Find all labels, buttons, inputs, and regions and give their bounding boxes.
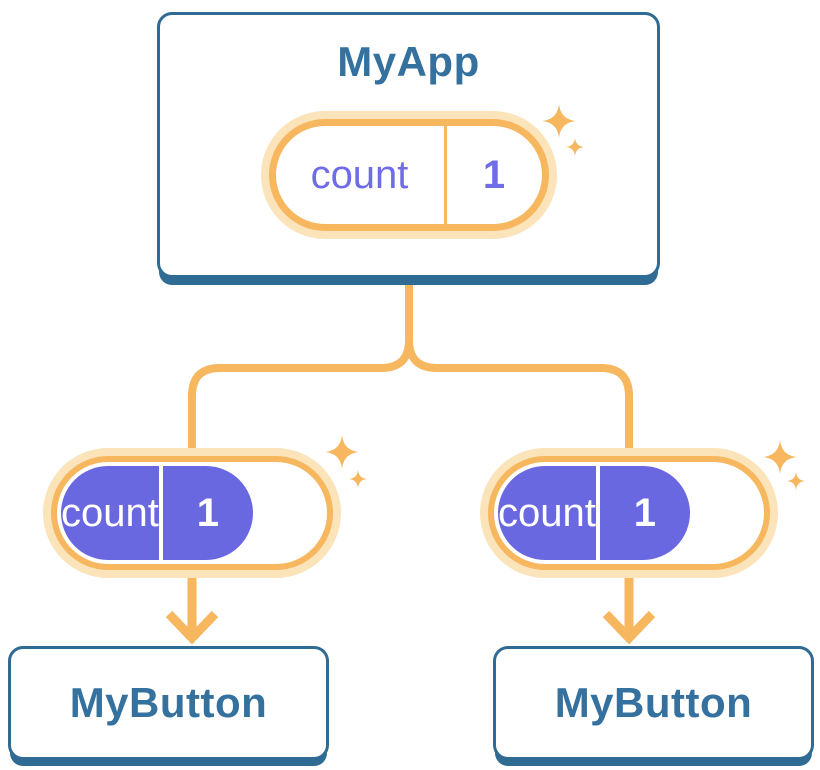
prop-name: count [498, 491, 596, 535]
state-name: count [310, 153, 409, 197]
branch-line-left [188, 278, 413, 470]
state-pill-ring: count 1 [268, 119, 549, 231]
prop-pill-ring: count 1 [51, 456, 333, 570]
state-value: 1 [443, 126, 542, 224]
component-card-mybutton-left: MyButton [8, 646, 329, 760]
component-card-myapp: MyApp count 1 [157, 12, 660, 278]
branch-line-right [405, 278, 633, 470]
component-title-myapp: MyApp [337, 38, 480, 85]
prop-name: count [61, 491, 159, 535]
state-pill-core: count 1 [275, 126, 542, 224]
component-title-mybutton-left: MyButton [69, 679, 268, 726]
state-pill-myapp: count 1 [260, 111, 557, 239]
prop-pill-core: count 1 [57, 462, 327, 564]
prop-pill-left: count 1 [43, 448, 341, 578]
component-title-mybutton-right: MyButton [554, 679, 753, 726]
component-card-mybutton-right: MyButton [493, 646, 814, 760]
prop-pill-ring: count 1 [488, 456, 770, 570]
prop-pill-right: count 1 [480, 448, 778, 578]
prop-pill-core: count 1 [494, 462, 764, 564]
prop-pill-inner: count 1 [61, 466, 253, 560]
prop-value: 1 [158, 466, 253, 560]
prop-pill-inner: count 1 [498, 466, 690, 560]
prop-value: 1 [595, 466, 690, 560]
arrow-down-right [602, 570, 656, 645]
arrow-down-left [165, 570, 219, 645]
